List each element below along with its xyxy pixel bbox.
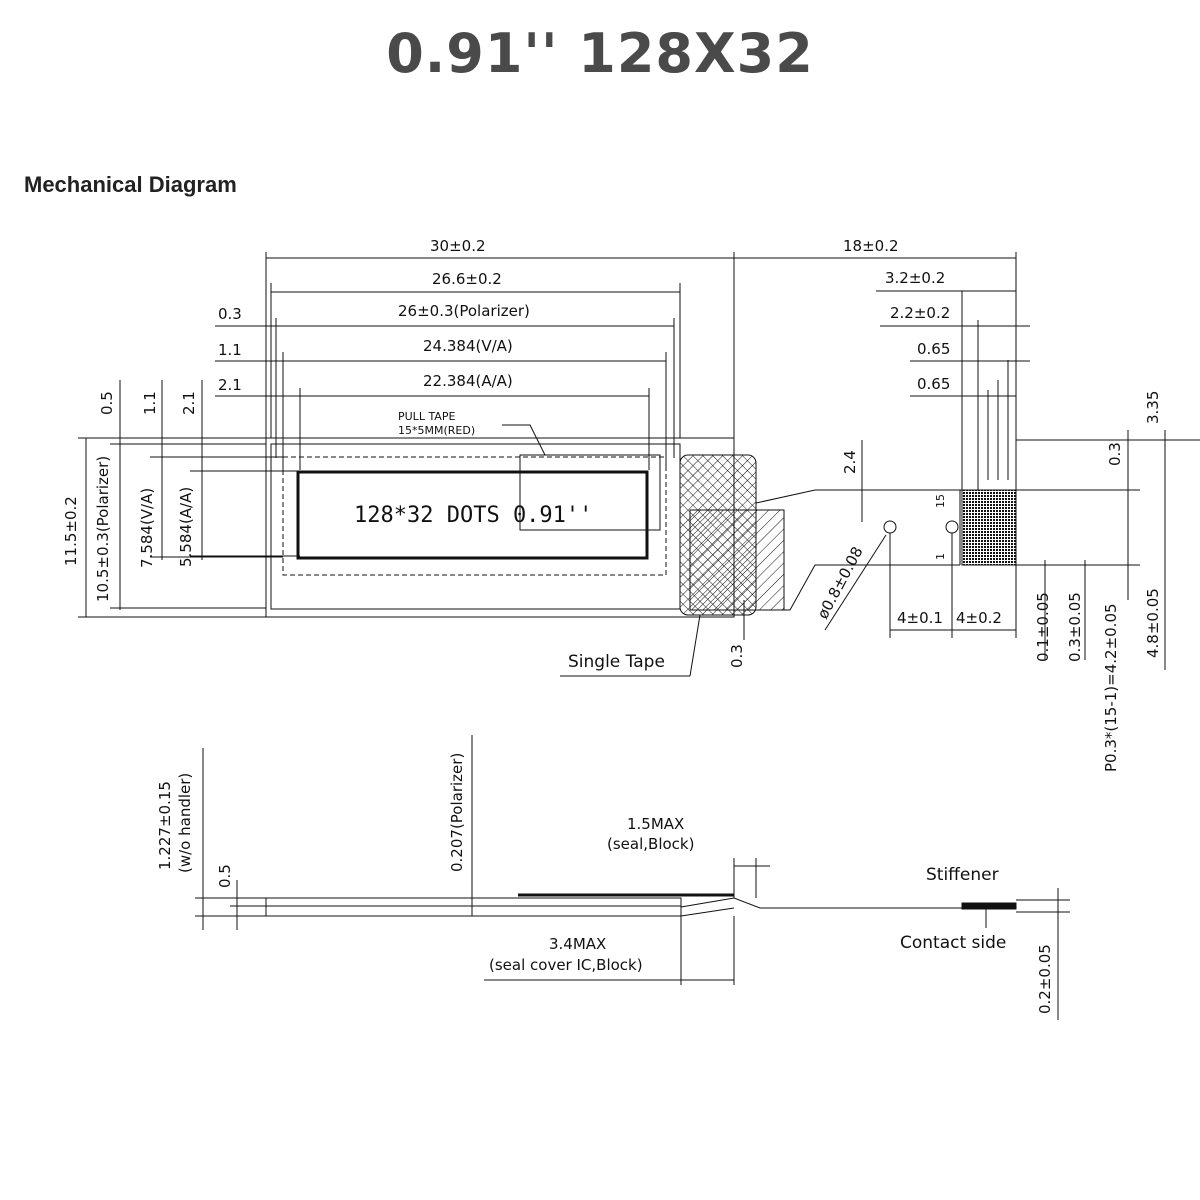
single-tape-label: Single Tape [568, 652, 665, 672]
dim-height-aa: 5.584(A/A) [177, 487, 195, 567]
dim-fpc-03: 0.3 [1106, 442, 1124, 466]
dim-height-polarizer: 10.5±0.3(Polarizer) [94, 456, 112, 602]
dim-v-21: 2.1 [180, 391, 198, 415]
pull-tape-label: PULL TAPE [398, 410, 455, 423]
dim-fpc-065a: 0.65 [917, 340, 950, 358]
dim-side-02: 0.2±0.05 [1036, 944, 1054, 1014]
pin-1-label: 1 [934, 553, 947, 560]
dim-pitch: P0.3*(15-1)=4.2±0.05 [1102, 603, 1120, 772]
dim-fpc-01: 0.1±0.05 [1034, 592, 1052, 662]
dim-glass-width: 26.6±0.2 [432, 270, 502, 288]
dim-aa-width: 22.384(A/A) [423, 372, 513, 390]
dim-v-05: 0.5 [98, 391, 116, 415]
dim-fpc-width: 18±0.2 [843, 237, 899, 255]
dim-fpc-335: 3.35 [1144, 391, 1162, 424]
dim-fpc-24: 2.4 [841, 450, 859, 474]
section-heading: Mechanical Diagram [24, 172, 237, 197]
dim-offset-11: 1.1 [218, 341, 242, 359]
dim-fpc-22: 2.2±0.2 [890, 304, 950, 322]
dim-fpc-42: 4±0.2 [956, 609, 1002, 627]
dim-hole: ø0.8±0.08 [814, 544, 867, 622]
dim-seal-block-note: (seal,Block) [607, 835, 694, 853]
dim-seal-cover-note: (seal cover IC,Block) [489, 956, 643, 974]
dim-thickness: 1.227±0.15 [156, 781, 174, 870]
dim-polarizer-thickness: 0.207(Polarizer) [448, 753, 466, 872]
dim-fpc-41: 4±0.1 [897, 609, 943, 627]
page-title: 0.91'' 128X32 [386, 22, 814, 85]
dim-overall-width: 30±0.2 [430, 237, 486, 255]
dim-height-total: 11.5±0.2 [62, 496, 80, 566]
dim-thickness-note: (w/o handler) [176, 773, 194, 873]
dim-side-05: 0.5 [216, 864, 234, 888]
stiffener-label: Stiffener [926, 865, 999, 885]
dim-fpc-48: 4.8±0.05 [1144, 588, 1162, 658]
dim-offset-21: 2.1 [218, 376, 242, 394]
dim-bottom-03: 0.3 [728, 644, 746, 668]
dim-seal-block: 1.5MAX [627, 815, 684, 833]
contact-side-label: Contact side [900, 933, 1006, 953]
pin-15-label: 15 [934, 494, 947, 508]
dim-offset-03: 0.3 [218, 305, 242, 323]
dim-fpc-32: 3.2±0.2 [885, 269, 945, 287]
dim-fpc-065b: 0.65 [917, 375, 950, 393]
dim-fpc-03b: 0.3±0.05 [1066, 592, 1084, 662]
dim-height-va: 7.584(V/A) [138, 488, 156, 568]
dim-polarizer-width: 26±0.3(Polarizer) [398, 302, 530, 320]
pull-tape-size: 15*5MM(RED) [398, 424, 475, 437]
dim-seal-cover: 3.4MAX [549, 935, 606, 953]
dim-va-width: 24.384(V/A) [423, 337, 513, 355]
display-text: 128*32 DOTS 0.91'' [354, 503, 592, 528]
dim-v-11: 1.1 [141, 391, 159, 415]
